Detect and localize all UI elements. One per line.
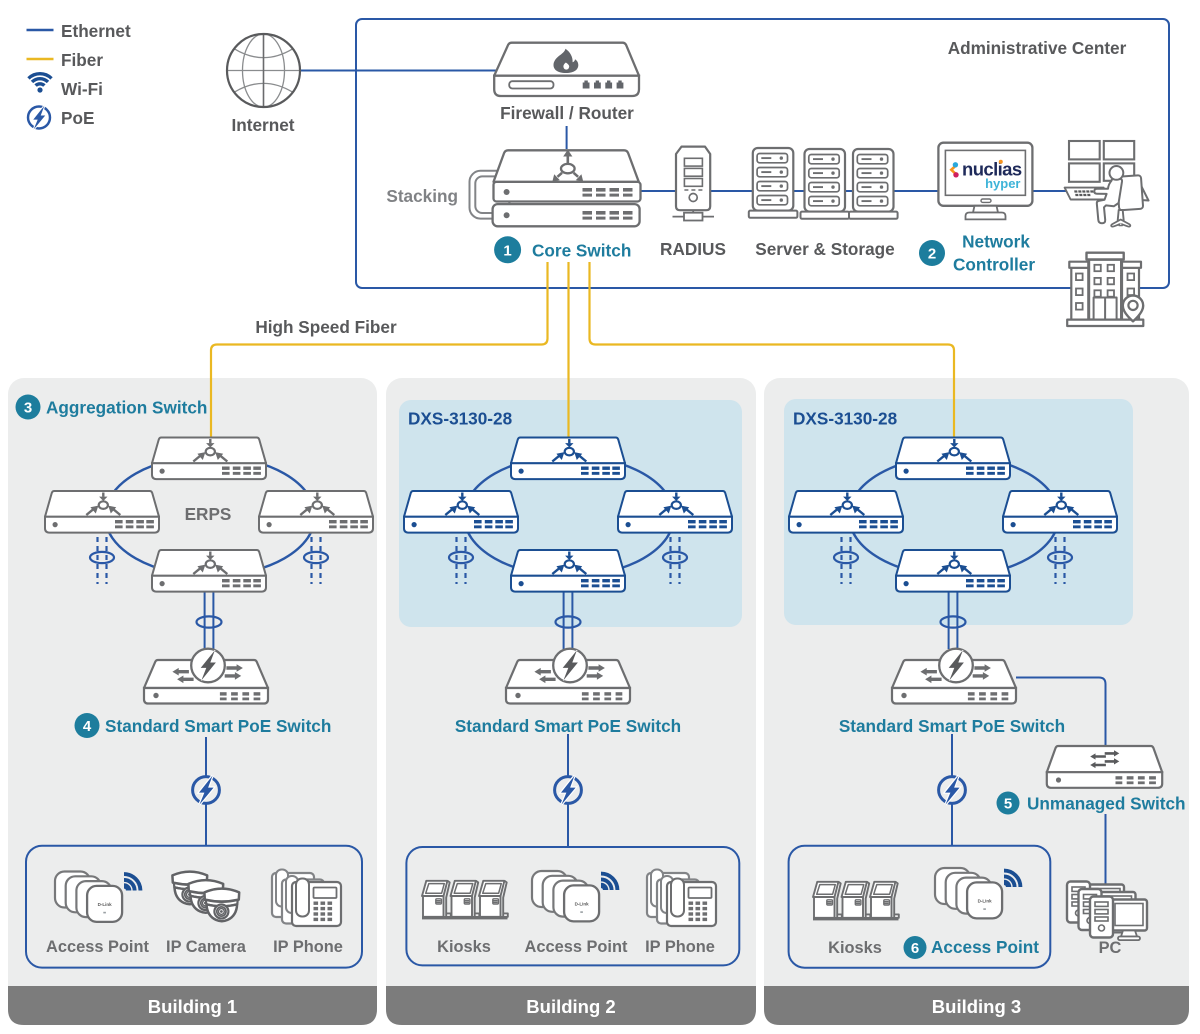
svg-text:6: 6 xyxy=(911,940,919,957)
svg-text:Kiosks: Kiosks xyxy=(828,939,882,957)
svg-text:4: 4 xyxy=(83,718,92,735)
svg-text:Building 2: Building 2 xyxy=(526,996,615,1017)
svg-text:5: 5 xyxy=(1004,796,1012,813)
svg-text:Unmanaged Switch: Unmanaged Switch xyxy=(1027,794,1186,814)
svg-text:Server & Storage: Server & Storage xyxy=(755,239,894,259)
svg-text:Access Point: Access Point xyxy=(46,938,149,956)
svg-text:Standard Smart PoE Switch: Standard Smart PoE Switch xyxy=(105,716,331,736)
svg-text:Aggregation Switch: Aggregation Switch xyxy=(46,398,207,418)
svg-text:DXS-3130-28: DXS-3130-28 xyxy=(408,409,513,429)
svg-text:Building 1: Building 1 xyxy=(148,996,237,1017)
svg-text:Ethernet: Ethernet xyxy=(61,21,131,41)
svg-text:RADIUS: RADIUS xyxy=(660,239,726,259)
svg-text:IP Camera: IP Camera xyxy=(166,938,247,956)
svg-text:Controller: Controller xyxy=(953,255,1035,275)
svg-text:Building 3: Building 3 xyxy=(932,996,1021,1017)
svg-text:Kiosks: Kiosks xyxy=(437,938,491,956)
svg-text:ERPS: ERPS xyxy=(185,504,232,524)
svg-text:Stacking: Stacking xyxy=(386,186,458,206)
svg-text:Core Switch: Core Switch xyxy=(532,241,631,261)
svg-text:Access Point: Access Point xyxy=(931,937,1039,957)
svg-text:High Speed Fiber: High Speed Fiber xyxy=(255,317,397,337)
svg-text:Wi-Fi: Wi-Fi xyxy=(61,79,103,99)
svg-text:IP Phone: IP Phone xyxy=(645,938,715,956)
svg-text:DXS-3130-28: DXS-3130-28 xyxy=(793,409,898,429)
svg-text:Standard Smart PoE Switch: Standard Smart PoE Switch xyxy=(839,716,1065,736)
svg-text:PoE: PoE xyxy=(61,108,94,128)
svg-text:Firewall / Router: Firewall / Router xyxy=(500,103,634,123)
svg-text:2: 2 xyxy=(928,246,936,263)
svg-text:Internet: Internet xyxy=(231,115,294,135)
svg-text:Access Point: Access Point xyxy=(525,938,628,956)
svg-text:Fiber: Fiber xyxy=(61,50,103,70)
svg-text:Administrative Center: Administrative Center xyxy=(948,38,1127,58)
svg-text:1: 1 xyxy=(503,243,511,260)
svg-text:Network: Network xyxy=(962,232,1030,252)
svg-text:3: 3 xyxy=(24,400,32,417)
svg-text:Standard Smart PoE Switch: Standard Smart PoE Switch xyxy=(455,716,681,736)
svg-text:IP Phone: IP Phone xyxy=(273,938,343,956)
svg-text:PC: PC xyxy=(1099,939,1122,957)
